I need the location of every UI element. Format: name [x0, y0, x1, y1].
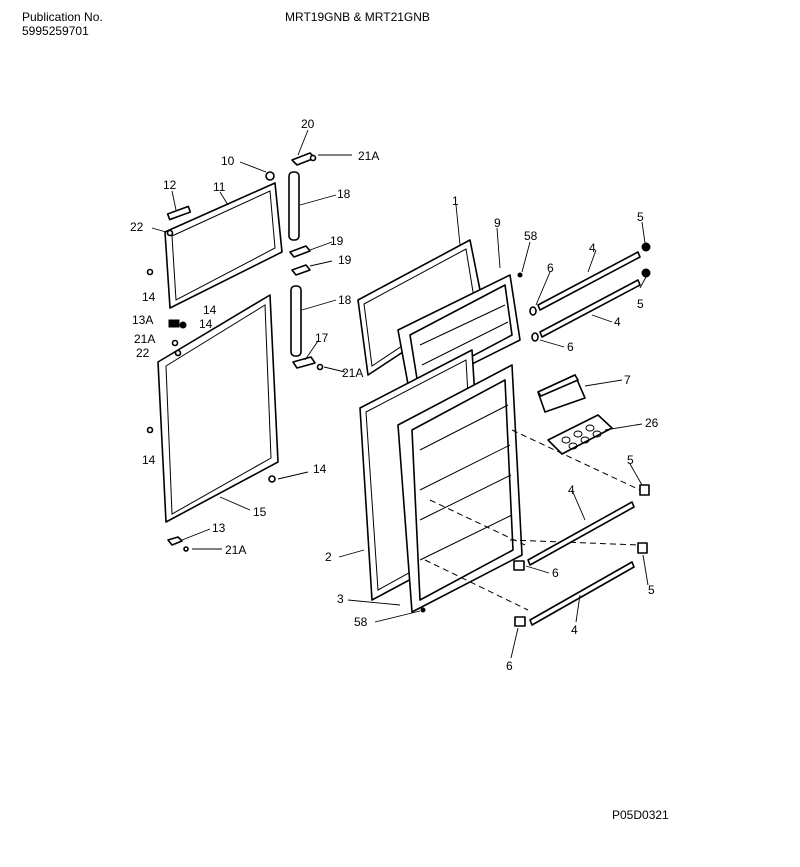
callout-labels: 20 21A 10 18 12 11 22 19 19 14 13A 14 14…: [130, 117, 659, 673]
callout-11: 11: [213, 180, 226, 194]
callout-21a-top: 21A: [358, 149, 379, 163]
callout-14-b: 14: [203, 303, 217, 317]
screw-14e: [268, 475, 276, 483]
screw-22-mid: [174, 349, 182, 357]
clip-6b: [531, 332, 539, 342]
screw-22-top: [166, 229, 174, 237]
part-19b: [291, 264, 311, 276]
callout-6-b: 6: [567, 340, 574, 354]
callout-21a-bot: 21A: [225, 543, 246, 557]
rail-4c: [527, 501, 635, 566]
screw-14b: [179, 321, 187, 329]
screw-21a-bot: [183, 546, 189, 552]
cap-5b: [641, 268, 651, 278]
callout-21a-mid: 21A: [342, 366, 363, 380]
callout-20: 20: [301, 117, 315, 131]
clip-6a: [529, 306, 537, 316]
clip-6d: [514, 616, 526, 627]
callout-7: 7: [624, 373, 631, 387]
callout-4-d: 4: [571, 623, 578, 637]
part-17: [292, 356, 316, 369]
callout-1: 1: [452, 194, 459, 208]
cap-5c: [639, 484, 650, 496]
screw-14a: [146, 268, 154, 276]
callout-22-mid: 22: [136, 346, 150, 360]
screw-21a-left: [171, 339, 179, 347]
callout-18-mid: 18: [338, 293, 352, 307]
callout-6-d: 6: [506, 659, 513, 673]
callout-13a: 13A: [132, 313, 153, 327]
part-12-strip: [166, 205, 192, 221]
callout-14-d: 14: [142, 453, 156, 467]
rail-4d: [529, 561, 635, 626]
leader-lines: [151, 129, 649, 659]
callout-4-c: 4: [568, 483, 575, 497]
screw-21a-top: [309, 154, 317, 162]
callout-10: 10: [221, 154, 235, 168]
handle-18-mid: [290, 285, 302, 357]
cap-5a: [641, 242, 651, 252]
callout-4-a: 4: [589, 241, 596, 255]
callout-4-b: 4: [614, 315, 621, 329]
callout-21a-left: 21A: [134, 332, 155, 346]
bracket-13a: [168, 319, 180, 328]
handle-18-top: [288, 171, 300, 241]
screw-21a-mid: [316, 363, 324, 371]
screw-58-top: [517, 272, 523, 278]
callout-6-a: 6: [547, 261, 554, 275]
fresh-food-door-gasket: [157, 294, 279, 523]
hinge-13: [167, 536, 183, 546]
callout-5-d: 5: [648, 583, 655, 597]
callout-6-c: 6: [552, 566, 559, 580]
part-19a: [289, 245, 311, 258]
part-10-stop: [265, 171, 275, 181]
callout-26: 26: [645, 416, 659, 430]
freezer-door-liner-9: [397, 274, 521, 396]
callout-58-top: 58: [524, 229, 538, 243]
diagram-code: P05D0321: [612, 808, 669, 822]
clip-6c: [513, 560, 525, 571]
callout-17: 17: [315, 331, 329, 345]
callout-12: 12: [163, 178, 177, 192]
freezer-door-panel: [164, 182, 283, 309]
screw-58-bot: [420, 607, 426, 613]
callout-58-bot: 58: [354, 615, 368, 629]
callout-19-a: 19: [330, 234, 344, 248]
model-title: MRT19GNB & MRT21GNB: [285, 10, 430, 24]
fresh-food-liner-3: [397, 364, 523, 613]
callout-22-top: 22: [130, 220, 144, 234]
rail-4a: [537, 251, 641, 311]
callout-15: 15: [253, 505, 267, 519]
screw-14d: [146, 426, 154, 434]
callout-5-c: 5: [627, 453, 634, 467]
callout-18-top: 18: [337, 187, 351, 201]
callout-13: 13: [212, 521, 226, 535]
dairy-bin-7: [537, 374, 586, 413]
egg-tray-26: [547, 414, 613, 455]
callout-2: 2: [325, 550, 332, 564]
callout-14-c: 14: [199, 317, 213, 331]
callout-14-e: 14: [313, 462, 327, 476]
callout-5-b: 5: [637, 297, 644, 311]
publication-number: 5995259701: [22, 24, 89, 38]
callout-9: 9: [494, 216, 501, 230]
callout-3: 3: [337, 592, 344, 606]
rail-4b: [539, 279, 641, 338]
callout-5-a: 5: [637, 210, 644, 224]
callout-19-b: 19: [338, 253, 352, 267]
callout-14-a: 14: [142, 290, 156, 304]
cap-5d: [637, 542, 648, 554]
publication-label: Publication No.: [22, 10, 103, 24]
